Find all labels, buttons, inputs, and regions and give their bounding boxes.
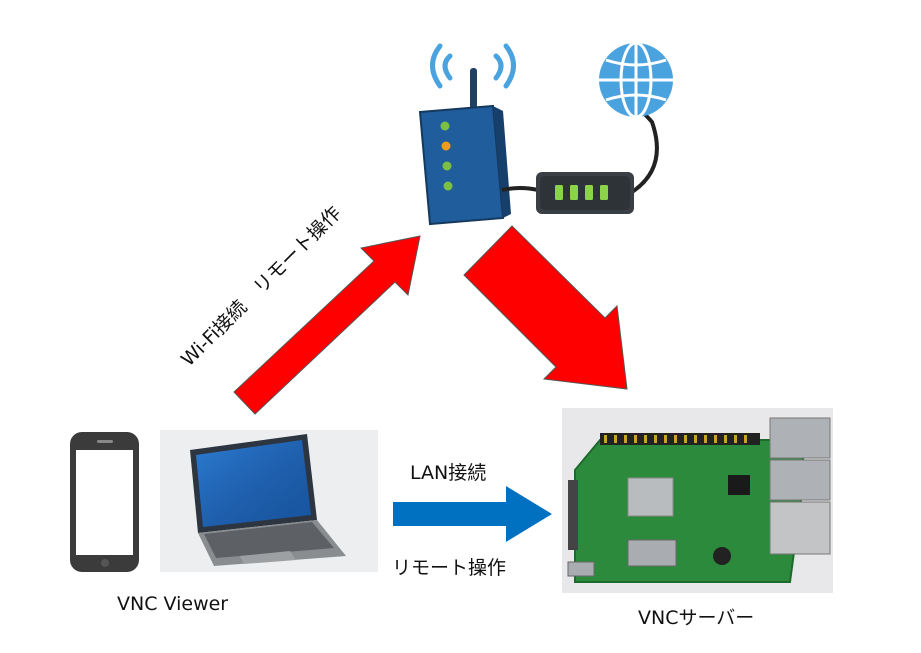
vnc-server-label: VNCサーバー [638, 607, 755, 629]
modem-icon [536, 172, 634, 214]
laptop-image [160, 430, 378, 572]
remote-operation-label: リモート操作 [392, 557, 507, 579]
wifi-router-icon [418, 68, 511, 226]
globe-icon [599, 41, 673, 119]
wifi-signal-icon [430, 43, 516, 89]
vnc-viewer-label: VNC Viewer [117, 593, 229, 615]
cable [630, 108, 659, 194]
router-to-server-arrow [463, 225, 628, 390]
lan-arrow [393, 486, 552, 542]
raspberry-pi-image [562, 408, 833, 593]
cable [501, 186, 539, 192]
smartphone-icon [70, 432, 139, 572]
lan-label: LAN接続 [410, 462, 487, 484]
wifi-arrow [233, 235, 421, 415]
